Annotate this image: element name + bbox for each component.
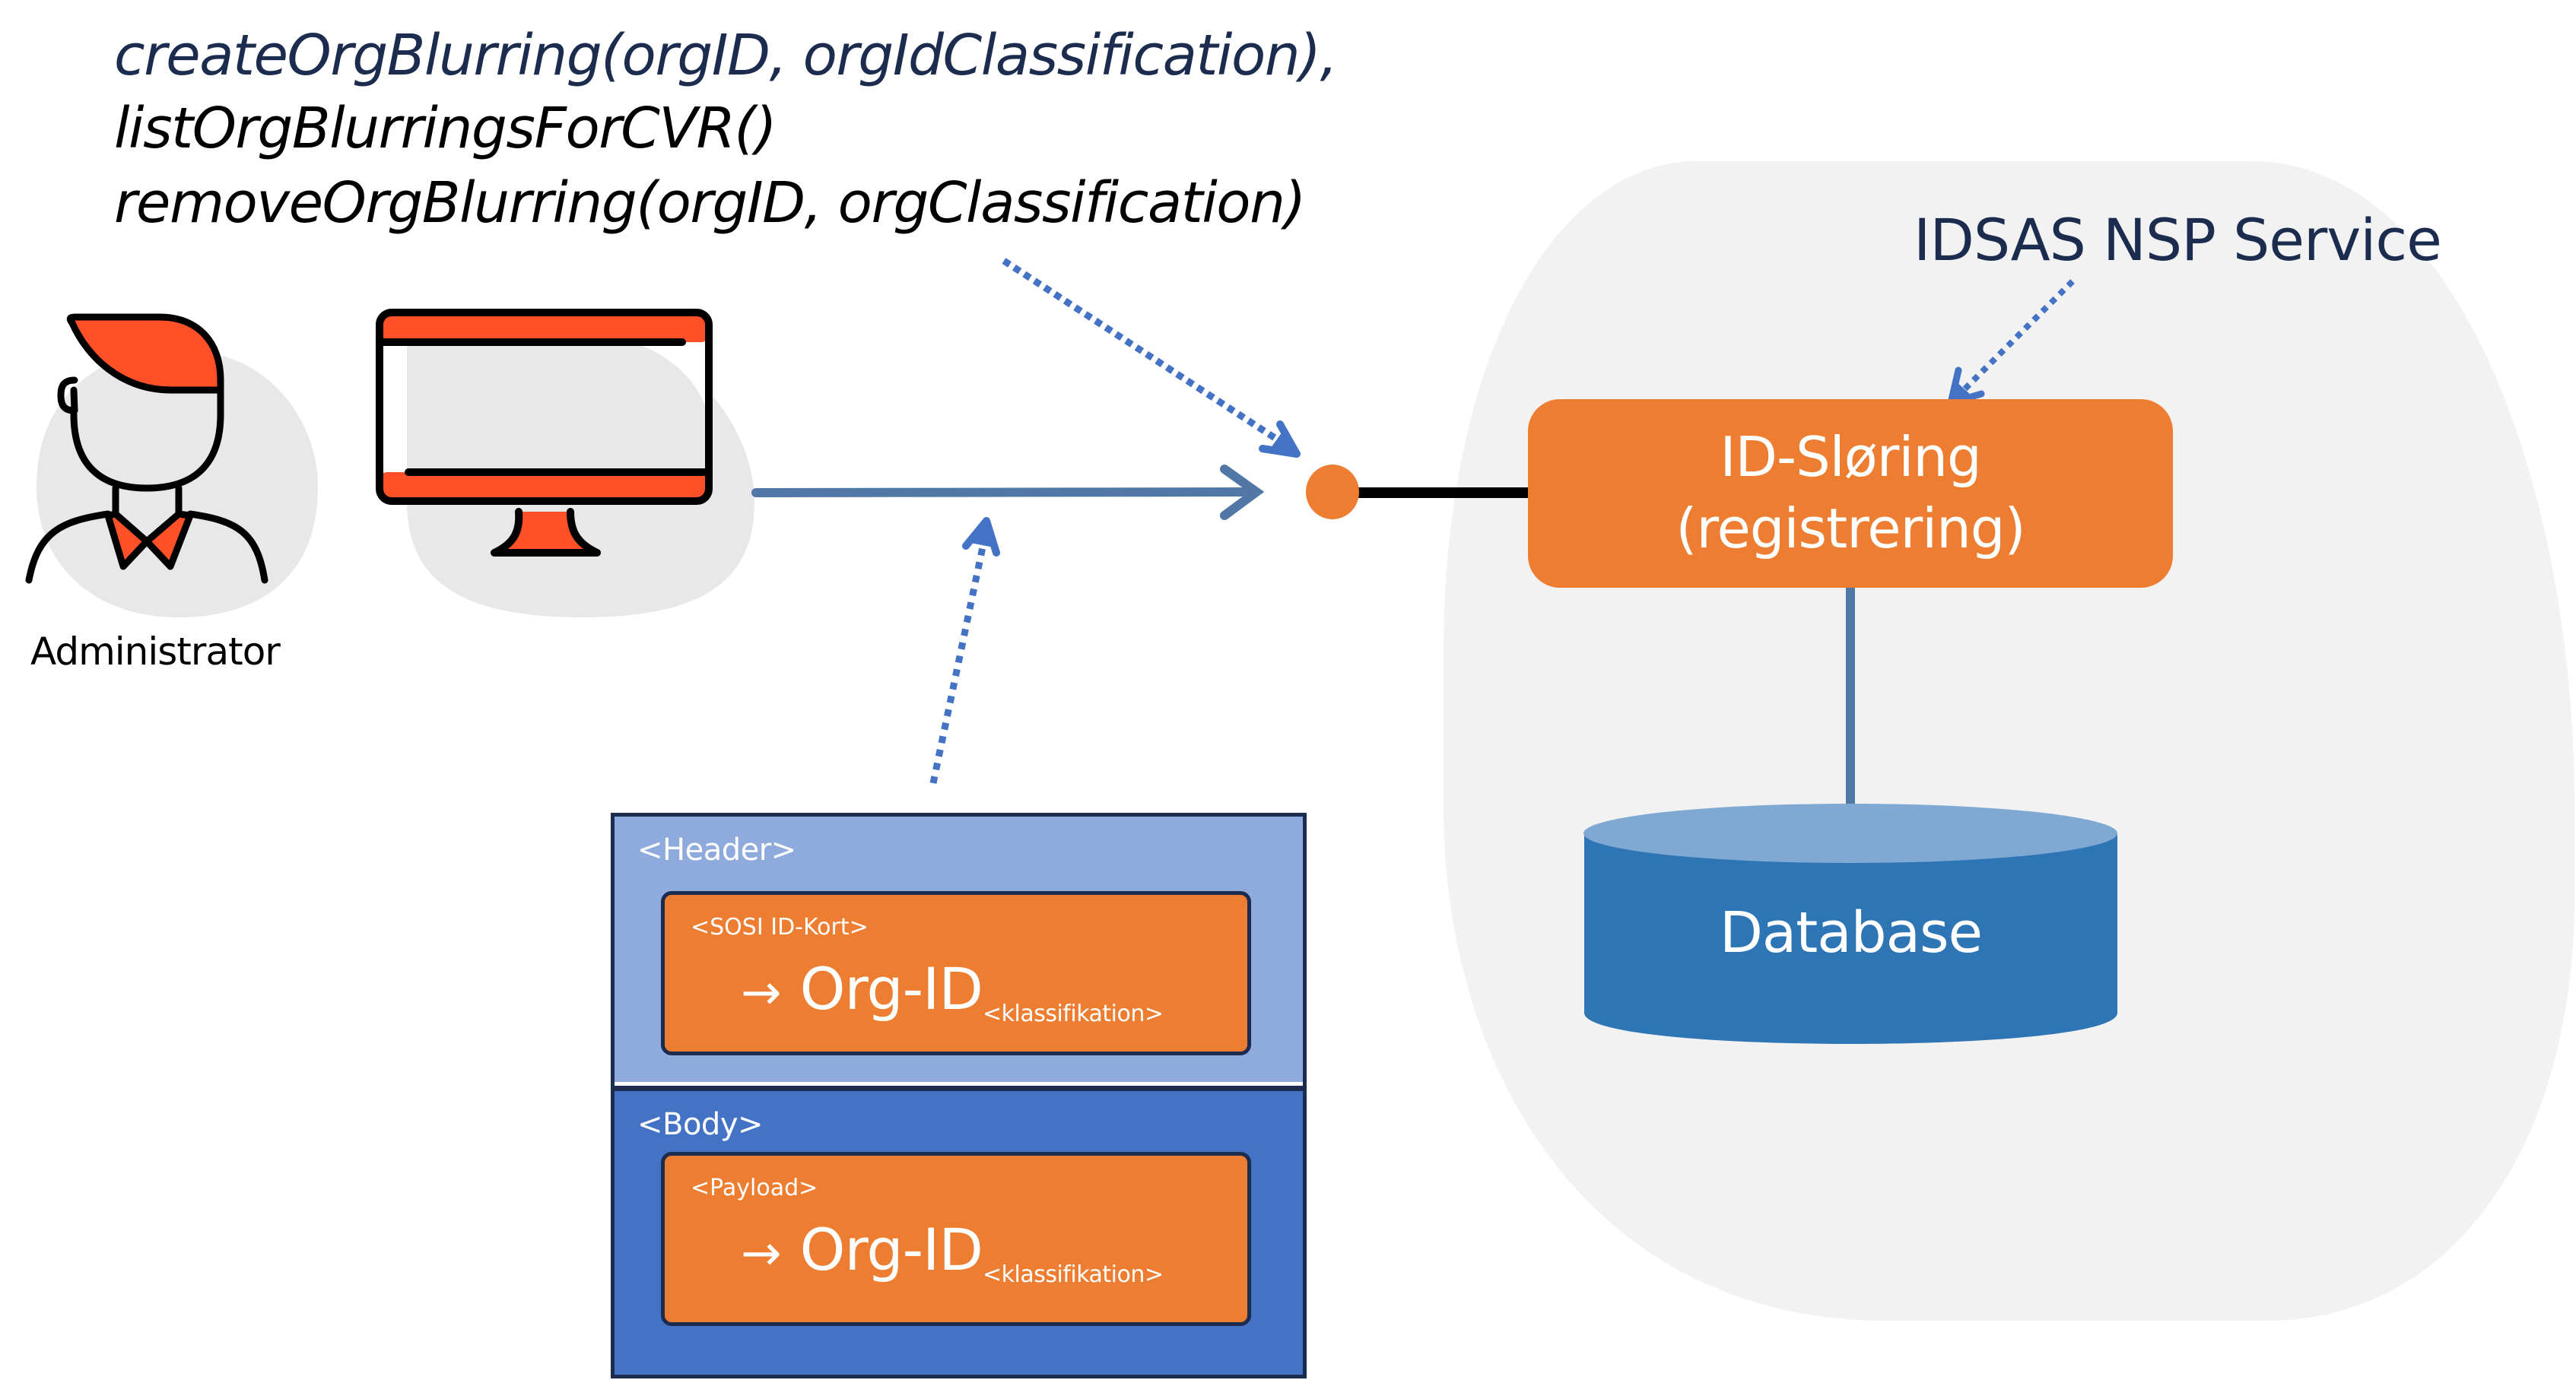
org-id-text: Org-ID — [799, 1216, 983, 1283]
component-name: ID-Sløring — [1720, 425, 1981, 490]
operation-create-org-blurring: createOrgBlurring(orgID, orgIdClassifica… — [114, 23, 1338, 88]
service-title: IDSAS NSP Service — [1914, 206, 2442, 274]
sosi-id-card-box: <SOSI ID-Kort> → Org-ID <klassifikation> — [661, 891, 1251, 1055]
org-id-classification: <klassifikation> — [982, 1261, 1164, 1288]
interface-endpoint[interactable] — [1306, 465, 1359, 519]
operation-remove-org-blurring: removeOrgBlurring(orgID, orgClassificati… — [114, 170, 1306, 236]
operation-list-org-blurrings: listOrgBlurringsForCVR() — [114, 96, 777, 161]
database-label: Database — [1719, 900, 1983, 966]
monitor-icon — [376, 309, 713, 557]
service-boundary — [1444, 161, 2574, 1321]
person-icon — [25, 313, 268, 584]
message-annotation-arrow — [929, 517, 1000, 784]
header-label: <Header> — [637, 833, 796, 868]
header-org-id: → Org-ID <klassifikation> — [741, 955, 1164, 1026]
administrator-label: Administrator — [30, 630, 281, 674]
component-subtitle: (registrering) — [1676, 496, 2025, 560]
sosi-id-card-label: <SOSI ID-Kort> — [691, 914, 869, 941]
request-flow-arrow — [751, 465, 1265, 520]
id-sloring-component[interactable]: ID-Sløring (registrering) — [1528, 399, 2173, 588]
operations-annotation-arrow — [1002, 258, 1301, 458]
body-label: <Body> — [637, 1107, 764, 1142]
message-body-section: <Body> <Payload> → Org-ID <klassifikatio… — [615, 1086, 1303, 1375]
arrow-right-icon: → — [741, 1226, 782, 1282]
arrow-right-icon: → — [741, 965, 782, 1021]
body-org-id: → Org-ID <klassifikation> — [741, 1216, 1164, 1286]
database-cylinder-icon — [1583, 804, 2117, 1044]
org-id-classification: <klassifikation> — [982, 1001, 1164, 1027]
org-id-text: Org-ID — [799, 955, 983, 1023]
message-header-section: <Header> <SOSI ID-Kort> → Org-ID <klassi… — [615, 817, 1303, 1082]
payload-label: <Payload> — [691, 1175, 818, 1201]
message-envelope: <Header> <SOSI ID-Kort> → Org-ID <klassi… — [611, 813, 1307, 1378]
payload-box: <Payload> → Org-ID <klassifikation> — [661, 1152, 1251, 1326]
